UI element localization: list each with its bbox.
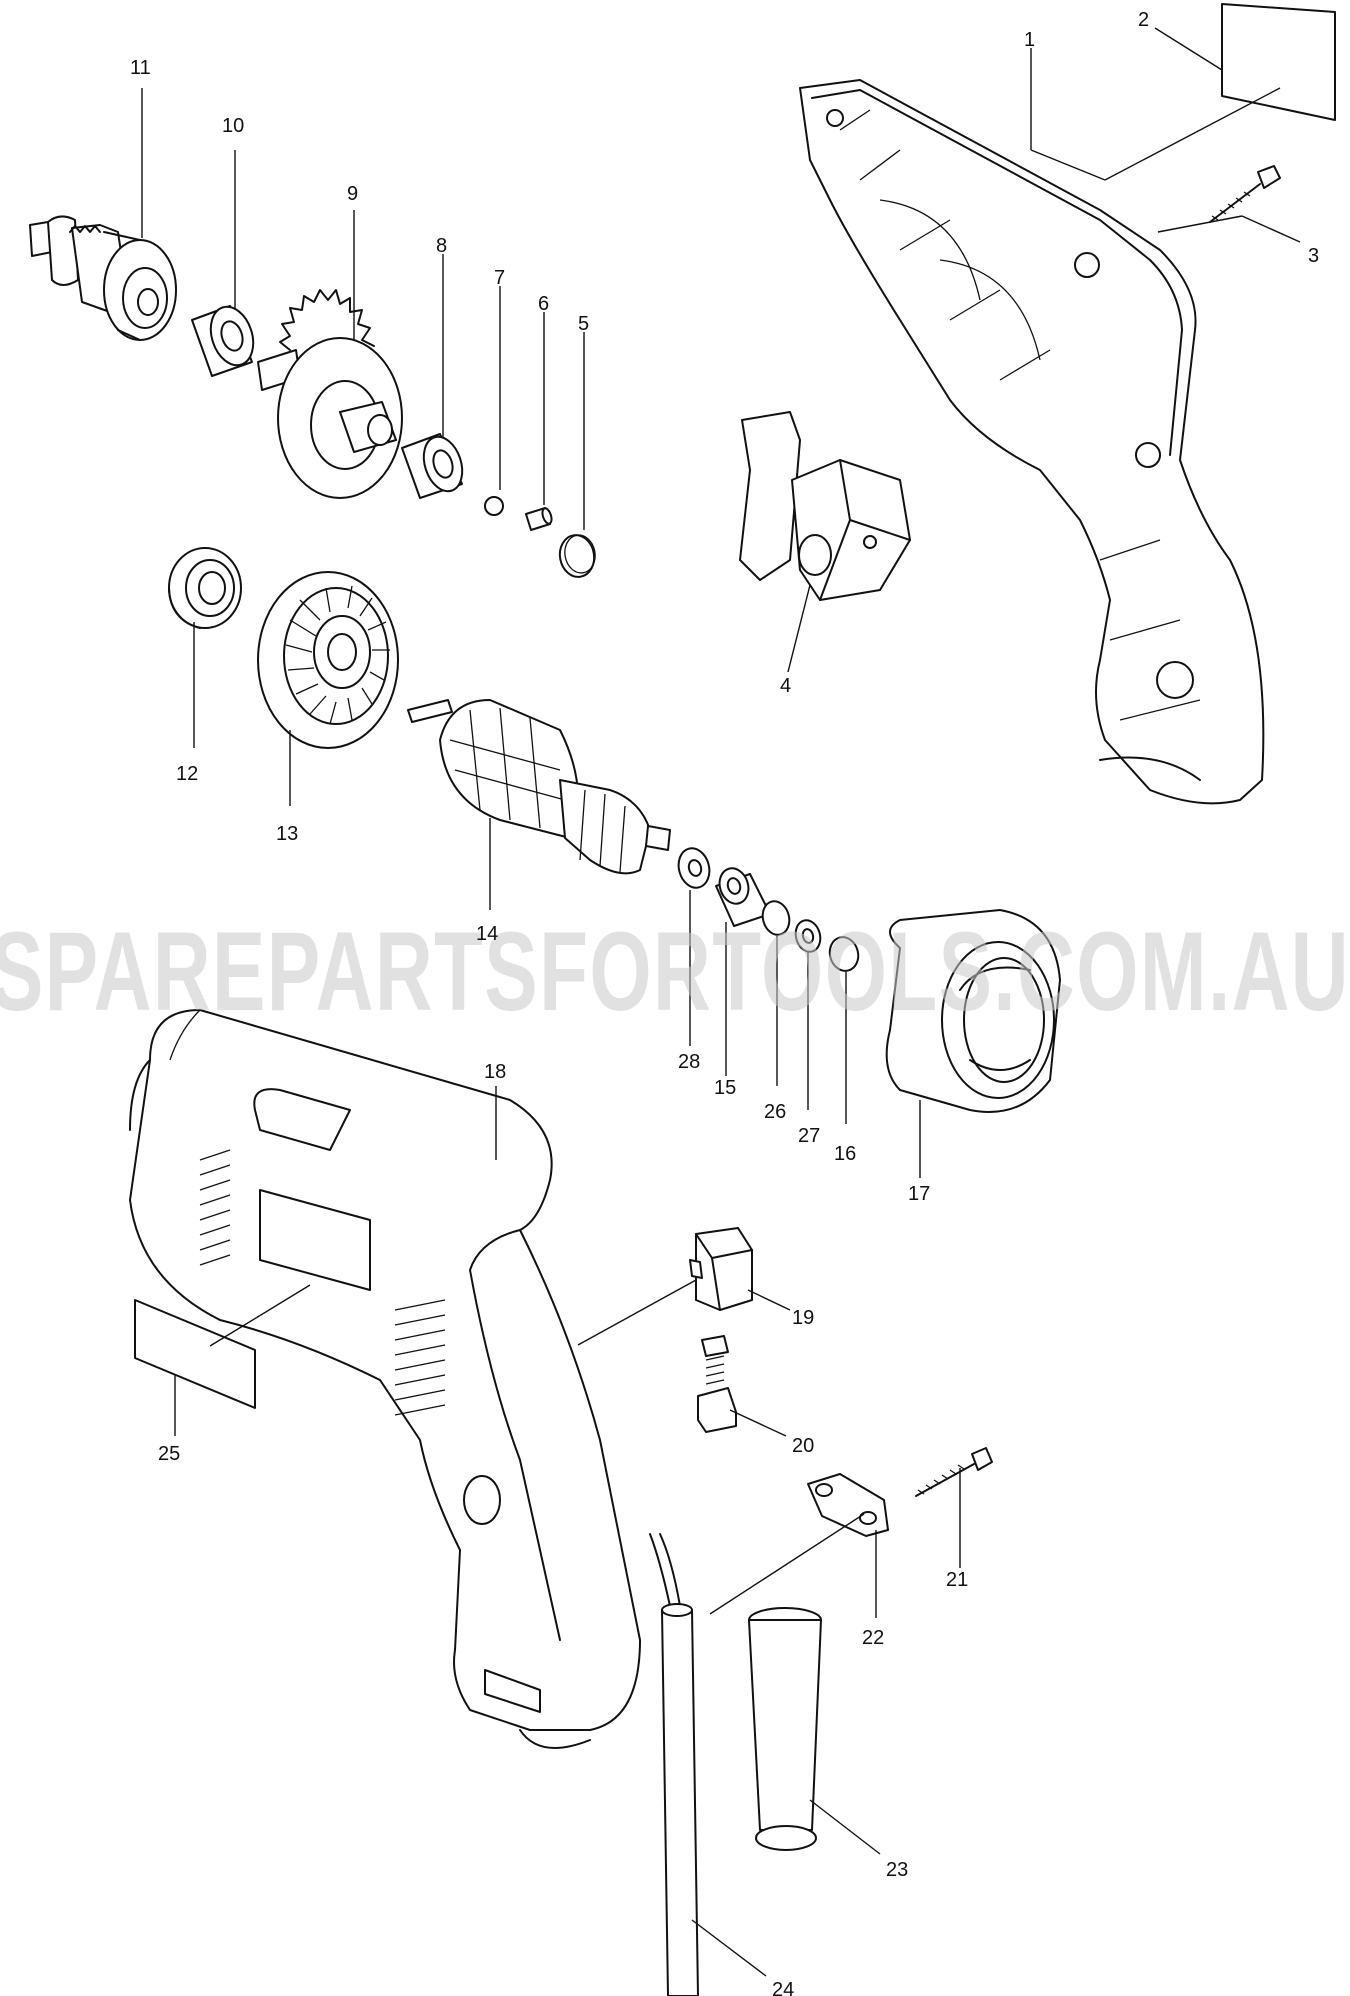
part-28-washer <box>677 847 711 889</box>
callout-24: 24 <box>772 1979 794 1996</box>
part-7-steel-ball <box>484 496 504 516</box>
part-12-ball-bearing <box>168 547 242 629</box>
callout-12: 12 <box>176 763 198 785</box>
callout-labels: 1 2 3 4 5 6 7 8 9 10 11 12 13 14 15 16 1… <box>130 9 1319 1996</box>
part-5-felt-ring <box>558 534 596 578</box>
callout-16: 16 <box>834 1143 856 1165</box>
part-11-drill-chuck <box>29 215 177 341</box>
part-25-label <box>134 1299 256 1409</box>
part-26-ring <box>761 900 791 936</box>
part-6-pin <box>525 507 553 531</box>
callout-26: 26 <box>764 1101 786 1123</box>
part-18-housing <box>129 1009 641 1749</box>
callout-20: 20 <box>792 1435 814 1457</box>
callout-21: 21 <box>946 1569 968 1591</box>
callout-3: 3 <box>1308 245 1319 267</box>
callout-11: 11 <box>130 57 151 79</box>
part-22-strain-relief <box>807 1473 889 1537</box>
callout-27: 27 <box>798 1125 820 1147</box>
callout-9: 9 <box>347 183 358 205</box>
callout-18: 18 <box>484 1061 506 1083</box>
part-20-carbon-brush <box>697 1335 737 1433</box>
part-19-brush-holder <box>689 1227 753 1311</box>
callout-14: 14 <box>476 923 498 945</box>
callout-4: 4 <box>780 675 791 697</box>
callout-22: 22 <box>862 1627 884 1649</box>
part-8-bearing-sleeve <box>401 433 464 499</box>
part-21-tapping-screw <box>915 1447 993 1497</box>
callout-6: 6 <box>538 293 549 315</box>
part-14-armature <box>407 699 671 875</box>
callout-15: 15 <box>714 1077 736 1099</box>
part-2-nameplate <box>1221 3 1336 121</box>
part-1-housing-set <box>799 79 1265 805</box>
part-16-insulation-washer <box>828 936 860 972</box>
callout-10: 10 <box>222 115 244 137</box>
callout-8: 8 <box>436 235 447 257</box>
callout-5: 5 <box>578 313 589 335</box>
part-13-fan <box>257 571 399 749</box>
callout-19: 19 <box>792 1307 814 1329</box>
part-17-field <box>885 909 1061 1113</box>
part-27-washer <box>794 919 822 953</box>
callout-23: 23 <box>886 1859 908 1881</box>
leader-lines <box>141 27 1301 1977</box>
part-24-cord <box>649 1533 699 1996</box>
part-23-cord-guard <box>748 1607 822 1851</box>
part-15-sleeve <box>715 867 771 927</box>
part-3-tapping-screw <box>1209 165 1281 223</box>
callout-28: 28 <box>678 1051 700 1073</box>
part-9-spindle-gear <box>257 289 403 499</box>
callout-25: 25 <box>158 1443 180 1465</box>
part-4-switch <box>739 411 911 601</box>
callout-2: 2 <box>1138 9 1149 31</box>
callout-13: 13 <box>276 823 298 845</box>
callout-17: 17 <box>908 1183 930 1205</box>
callout-1: 1 <box>1024 29 1035 51</box>
callout-7: 7 <box>494 267 505 289</box>
part-10-bearing-sleeve <box>191 305 255 377</box>
watermark-text: SPAREPARTSFORTOOLS.COM.AU <box>0 909 1350 1034</box>
